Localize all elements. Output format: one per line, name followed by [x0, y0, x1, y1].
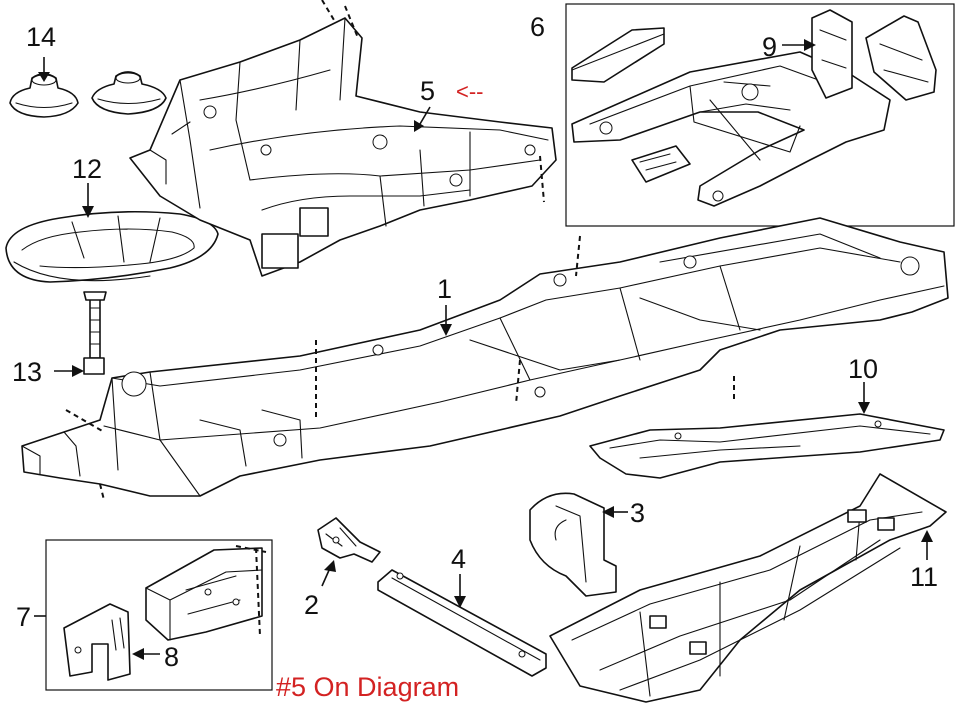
callout-1: 1: [437, 274, 452, 304]
part-12-crossmember: [5, 210, 219, 283]
callout-12: 12: [72, 154, 102, 184]
callout-9: 9: [762, 32, 777, 62]
callout-numbers: 14 5 6 9 12 1 13 10 3 4 11 2 7 8: [12, 12, 938, 672]
part-5-front-subframe: [129, 0, 557, 277]
callout-7: 7: [16, 602, 31, 632]
callout-10: 10: [848, 354, 878, 384]
part-1-main-frame: [21, 217, 949, 501]
callout-5: 5: [420, 76, 435, 106]
callout-3: 3: [630, 498, 645, 528]
part-14-body-mounts: [9, 71, 167, 118]
leader-arrows: [34, 39, 933, 660]
callout-6: 6: [530, 12, 545, 42]
callout-13: 13: [12, 357, 42, 387]
part-2-small-bracket: [317, 517, 381, 563]
part-8-bracket: [63, 603, 131, 681]
part-4-bar: [377, 569, 547, 677]
callout-4: 4: [451, 544, 466, 574]
callout-11: 11: [910, 562, 938, 592]
pointer-arrow: <--: [456, 79, 484, 104]
part-7-inset: [45, 539, 273, 691]
part-3-bracket: [529, 492, 617, 597]
part-10-plate: [589, 413, 945, 479]
callout-2: 2: [304, 590, 319, 620]
callout-14: 14: [26, 22, 56, 52]
part-6-inset: [565, 3, 955, 227]
diagram-caption: #5 On Diagram: [276, 672, 459, 702]
part-11-skid-plate: [549, 473, 947, 703]
part-13-bolt: [83, 291, 107, 375]
callout-8: 8: [164, 642, 179, 672]
